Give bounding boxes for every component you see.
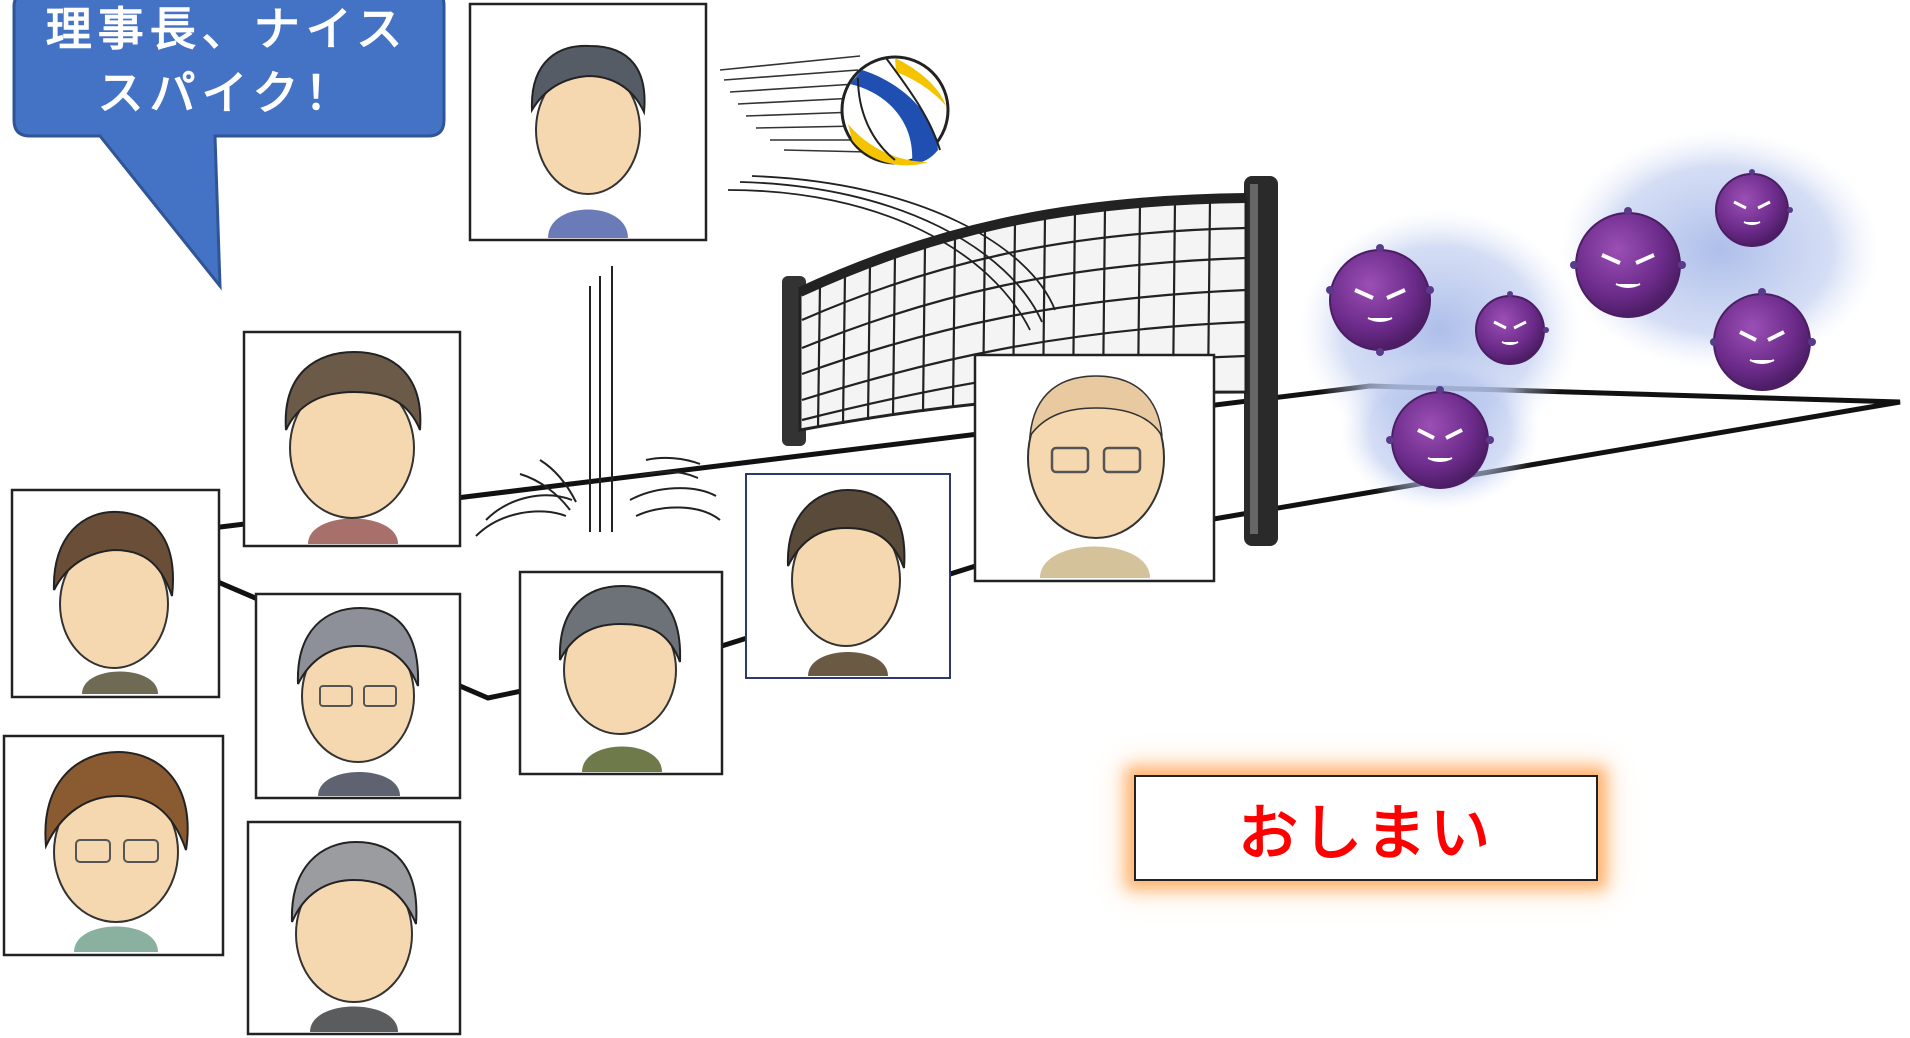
virus-icon xyxy=(1575,212,1681,318)
virus-icon xyxy=(1475,295,1545,365)
portrait-player-7 xyxy=(745,473,951,679)
portrait-player-8 xyxy=(973,353,1216,583)
spike-trajectory xyxy=(727,175,1056,331)
virus-icon xyxy=(1391,391,1489,489)
virus-icon xyxy=(1329,249,1431,351)
portrait-player-3 xyxy=(254,592,462,800)
volleyball-net xyxy=(782,176,1278,546)
speech-bubble xyxy=(12,0,446,291)
portrait-player-5 xyxy=(246,820,462,1036)
portrait-chairman xyxy=(468,2,708,242)
speech-bubble-line-1: 理事長、ナイス xyxy=(45,2,409,56)
end-label-box: おしまい xyxy=(1134,775,1598,881)
virus-icon xyxy=(1713,293,1811,391)
speech-bubble-line-2: スパイク！ xyxy=(97,66,357,120)
portrait-player-4 xyxy=(2,734,225,957)
portrait-player-2 xyxy=(10,488,221,699)
virus-icon xyxy=(1715,173,1789,247)
volleyball-icon xyxy=(719,55,950,166)
speech-bubble-text: 理事長、ナイス スパイク！ xyxy=(14,0,440,136)
portrait-player-6 xyxy=(518,570,724,776)
ball-impact xyxy=(475,266,721,537)
virus-group xyxy=(1300,130,1880,510)
end-label-text: おしまい xyxy=(1238,798,1494,869)
portrait-player-1 xyxy=(242,330,462,548)
